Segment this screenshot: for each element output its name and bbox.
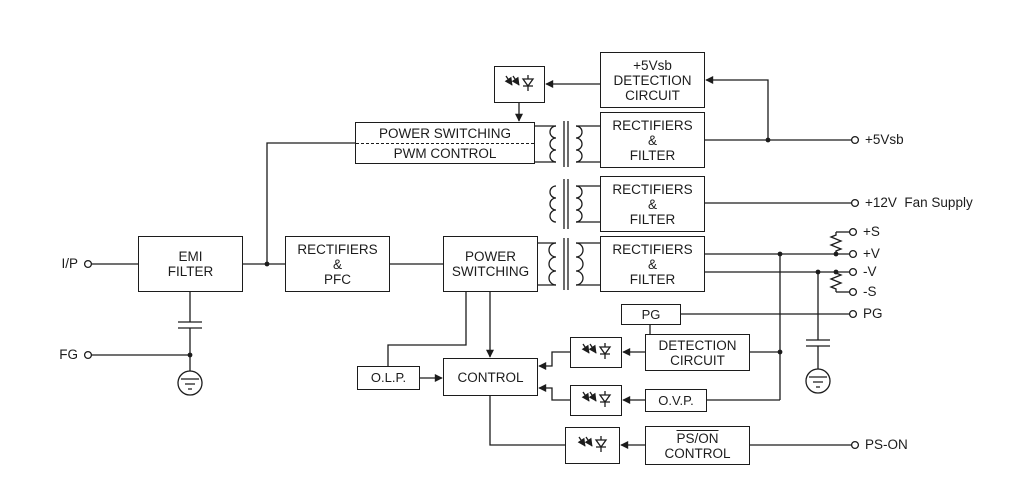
junction-dots <box>187 137 839 358</box>
block-label: & <box>647 196 657 212</box>
terminal-minus-s <box>848 287 858 297</box>
sense-resistor-icon <box>829 272 843 292</box>
block-control: CONTROL <box>443 358 538 396</box>
block-label: O.L.P. <box>370 370 407 385</box>
terminal-label-pg: PG <box>863 306 883 321</box>
block-pson-control: PS/ON CONTROL <box>645 426 750 465</box>
block-label: SWITCHING <box>451 264 530 279</box>
block-label: FILTER <box>629 211 676 227</box>
block-label: +5Vsb <box>633 57 672 73</box>
capacitor-icon <box>806 339 830 347</box>
optocoupler-icon <box>577 436 608 452</box>
block-ovp: O.V.P. <box>645 389 707 412</box>
terminal-label-ip: I/P <box>61 256 78 271</box>
block-pwm-control: POWER SWITCHING PWM CONTROL <box>355 122 535 164</box>
optocoupler-box-3 <box>570 385 622 416</box>
optocoupler-icon <box>581 343 612 359</box>
block-label: DETECTION <box>613 72 692 88</box>
terminal-ps-on <box>850 440 860 450</box>
terminal-ip <box>83 259 93 269</box>
ground-icon <box>805 272 831 394</box>
block-label: FILTER <box>167 264 214 279</box>
terminal-plus-s <box>848 227 858 237</box>
terminal-label-5vsb: +5Vsb <box>865 132 904 147</box>
transformer-icon <box>538 238 600 290</box>
sense-resistor-icon <box>829 232 843 254</box>
optocoupler-icon <box>504 75 535 91</box>
control-wires <box>387 292 852 449</box>
optocoupler-box-1 <box>494 66 545 103</box>
terminal-label-plus-v: +V <box>863 246 880 261</box>
terminal-plus-v <box>848 249 858 259</box>
block-label: FILTER <box>629 147 676 163</box>
capacitor-icon <box>178 321 202 329</box>
terminal-label-plus-s: +S <box>863 224 880 239</box>
block-label: CONTROL <box>457 369 524 385</box>
block-label: DETECTION <box>658 337 737 353</box>
terminal-fg <box>83 350 93 360</box>
block-rectifiers-filter-3: RECTIFIERS & FILTER <box>600 236 705 292</box>
block-label: RECTIFIERS <box>612 117 693 133</box>
block-label: & <box>647 132 657 148</box>
block-pg: PG <box>621 304 681 325</box>
optocoupler-icon <box>581 391 612 407</box>
block-detection-circuit: DETECTION CIRCUIT <box>645 334 750 371</box>
main-power-wires <box>91 142 443 265</box>
standby-rail-wires <box>515 76 852 141</box>
block-label: CIRCUIT <box>625 87 680 103</box>
terminal-label-12v-fan: +12V Fan Supply <box>865 195 973 210</box>
block-emi-filter: EMI FILTER <box>138 236 243 292</box>
terminal-5vsb <box>850 135 860 145</box>
block-label: PWM CONTROL <box>393 146 497 161</box>
terminal-pg <box>848 309 858 319</box>
block-label: RECTIFIERS <box>297 241 378 257</box>
optocoupler-box-4 <box>565 427 620 464</box>
block-label: & <box>332 256 342 272</box>
terminal-dots <box>83 135 860 450</box>
optocoupler-box-2 <box>570 337 622 368</box>
block-label: EMI <box>178 249 203 264</box>
block-label: RECTIFIERS <box>612 241 693 257</box>
block-rectifiers-filter-1: RECTIFIERS & FILTER <box>600 112 705 168</box>
block-power-switching: POWER SWITCHING <box>443 236 538 292</box>
block-rectifiers-filter-2: RECTIFIERS & FILTER <box>600 176 705 232</box>
block-label: O.V.P. <box>658 392 694 408</box>
block-label: FILTER <box>629 271 676 287</box>
transformer-icon <box>549 179 600 229</box>
block-rectifiers-pfc: RECTIFIERS & PFC <box>285 236 390 292</box>
pwm-upper: POWER SWITCHING <box>356 123 534 143</box>
output-rail-wires <box>649 231 850 401</box>
terminal-label-ps-on: PS-ON <box>865 437 908 452</box>
block-label: POWER SWITCHING <box>379 125 511 141</box>
block-5vsb-detection: +5Vsb DETECTION CIRCUIT <box>600 52 705 108</box>
block-label: POWER <box>464 249 516 264</box>
terminal-label-minus-v: -V <box>863 264 877 279</box>
block-label: & <box>647 256 657 272</box>
ground-icon <box>91 292 203 396</box>
block-label: PG <box>641 306 661 322</box>
block-olp: O.L.P. <box>357 366 420 390</box>
terminal-minus-v <box>848 267 858 277</box>
transformer-icon <box>535 121 600 167</box>
block-label: PS/ON <box>676 430 719 446</box>
block-label: CONTROL <box>664 445 731 461</box>
terminal-12v-fan <box>850 198 860 208</box>
pwm-lower: PWM CONTROL <box>356 143 534 163</box>
block-label: RECTIFIERS <box>612 181 693 197</box>
block-label: PFC <box>324 271 351 287</box>
terminal-label-fg: FG <box>59 347 78 362</box>
terminal-label-minus-s: -S <box>863 284 877 299</box>
block-label: CIRCUIT <box>670 352 725 368</box>
